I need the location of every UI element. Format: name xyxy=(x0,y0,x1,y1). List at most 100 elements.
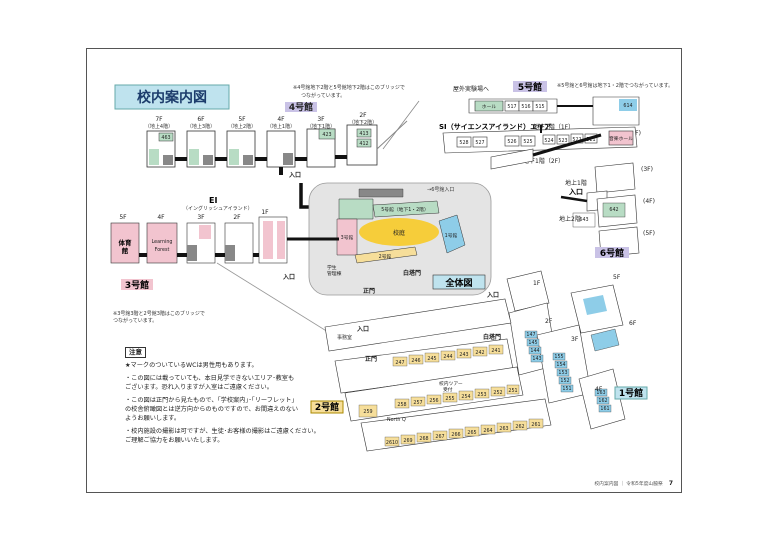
building5-label-bg xyxy=(513,81,547,92)
svg-text:Forest: Forest xyxy=(155,247,170,253)
outdoor-label: 屋外実験場へ xyxy=(453,85,489,93)
building3-floor-labels: 5F 4F 3F 2F 1F xyxy=(119,209,269,221)
building2-label: 2号館 xyxy=(315,401,339,413)
svg-text:256: 256 xyxy=(429,398,438,404)
svg-text:252: 252 xyxy=(493,390,502,396)
svg-text:2F: 2F xyxy=(545,318,553,325)
b5-hall: ホール xyxy=(482,104,497,110)
svg-text:（地上3階）: （地上3階） xyxy=(187,123,215,130)
building4-entrance: 入口 xyxy=(288,172,301,179)
campus-overview: 校庭 5号館（地下1・2階） 3号館 1号館 2号館 学生 管理棟 →6号館入口… xyxy=(308,182,492,296)
room-412: 412 xyxy=(359,141,368,147)
svg-text:4F: 4F xyxy=(277,116,285,123)
building4-label-bg xyxy=(285,102,317,112)
room-463: 463 xyxy=(161,135,170,141)
svg-text:244: 244 xyxy=(443,354,452,360)
building2-label-bg xyxy=(310,400,344,414)
svg-text:5F: 5F xyxy=(238,116,246,123)
svg-text:（地上1階）: （地上1階） xyxy=(267,123,295,130)
room-614: 614 xyxy=(623,103,632,109)
campus-title: 全体図 xyxy=(444,277,472,289)
svg-text:（地上2階）: （地上2階） xyxy=(228,123,256,130)
svg-text:147: 147 xyxy=(526,332,535,338)
bridge-note-top-1: ※4号館地下2階と5号館地下2階はこのブリッジで xyxy=(293,84,405,91)
svg-text:251: 251 xyxy=(508,388,517,394)
svg-text:258: 258 xyxy=(397,402,406,408)
svg-text:242: 242 xyxy=(475,350,484,356)
svg-text:3F: 3F xyxy=(571,336,579,343)
ei-label: EI xyxy=(209,196,217,205)
campus-b3: 3号館 xyxy=(341,234,354,241)
svg-text:5F: 5F xyxy=(613,274,621,281)
bridge-note-right: ※5号館と6号館は地下1・2階でつながっています。 xyxy=(557,82,673,89)
room-527: 527 xyxy=(475,140,484,146)
svg-text:253: 253 xyxy=(477,392,486,398)
svg-text:155: 155 xyxy=(554,354,563,360)
svg-text:154: 154 xyxy=(556,362,565,368)
svg-text:267: 267 xyxy=(435,434,444,440)
svg-text:管理棟: 管理棟 xyxy=(327,270,342,277)
svg-text:145: 145 xyxy=(528,340,537,346)
b6-entrance: 入口 xyxy=(568,188,583,196)
b6-ground2: 地上2階 xyxy=(559,215,581,223)
b1-entrance: 入口 xyxy=(486,292,499,299)
room-528: 528 xyxy=(459,140,468,146)
svg-text:7F: 7F xyxy=(155,116,163,123)
svg-text:263: 263 xyxy=(499,426,508,432)
bridge-note-left-2: つながっています。 xyxy=(113,317,157,324)
svg-text:241: 241 xyxy=(491,348,500,354)
svg-text:（地下2階）: （地下2階） xyxy=(349,119,377,126)
svg-text:254: 254 xyxy=(461,394,470,400)
note-4: ・校内施設の撮影は可ですが、生徒･お客様の撮影はご遠慮ください。 ご理解ご協力を… xyxy=(125,428,320,444)
svg-text:143: 143 xyxy=(532,356,541,362)
svg-text:152: 152 xyxy=(560,378,569,384)
note-3: ・この図は正門から見たもので、｢学校案内｣･｢リーフレット｣ の校舎俯瞰図とは逆… xyxy=(125,397,299,422)
building3-plans xyxy=(110,216,288,264)
svg-text:6F: 6F xyxy=(629,320,637,327)
svg-text:5F: 5F xyxy=(119,214,127,221)
room-516: 516 xyxy=(521,104,530,110)
campus-main-gate: 正門 xyxy=(363,287,375,295)
b2-main-gate: 正門 xyxy=(365,355,377,363)
svg-text:262: 262 xyxy=(515,424,524,430)
building5-top-strip xyxy=(468,98,558,114)
building1-label: 1号館 xyxy=(619,387,643,399)
room-524: 524 xyxy=(544,138,553,144)
room-learning-forest: Learning xyxy=(152,239,173,245)
svg-text:259: 259 xyxy=(363,409,372,415)
b2-northq: North Q xyxy=(387,417,406,423)
room-521: 521 xyxy=(586,137,595,143)
bridge-note-left-1: ※3号館3階と2号館3階はこのブリッジで xyxy=(113,310,205,317)
svg-text:3F: 3F xyxy=(317,116,325,123)
bridge-note-top-2: つながっています。 xyxy=(301,92,345,99)
svg-text:268: 268 xyxy=(419,436,428,442)
building4-connectors xyxy=(175,155,347,175)
courtyard-label: 校庭 xyxy=(393,229,405,237)
svg-text:6F: 6F xyxy=(197,116,205,123)
svg-text:163: 163 xyxy=(596,390,605,396)
svg-text:4F: 4F xyxy=(157,214,165,221)
campus-b2: 2号館 xyxy=(379,253,392,260)
room-525: 525 xyxy=(523,139,532,145)
room-517: 517 xyxy=(507,104,516,110)
svg-text:264: 264 xyxy=(483,428,492,434)
building4-label: 4号館 xyxy=(289,101,313,113)
svg-text:153: 153 xyxy=(558,370,567,376)
b5-floor-b2: 地下1階（2F） xyxy=(523,157,564,165)
b6-4f: (4F) xyxy=(643,198,655,205)
room-gym: 体育 xyxy=(119,238,133,247)
svg-text:事務室: 事務室 xyxy=(337,334,352,341)
svg-text:245: 245 xyxy=(427,356,436,362)
footer-text: 校内案内図 ｜ 令和5年度山脇祭 xyxy=(594,482,663,487)
b6-ground1: 地上1階 xyxy=(565,179,587,187)
building6-label-bg xyxy=(595,247,629,258)
svg-text:（地下1階）: （地下1階） xyxy=(307,123,335,130)
svg-text:162: 162 xyxy=(598,398,607,404)
room-643: 643 xyxy=(579,217,588,223)
b5-floor-b1: 地下2階（1F） xyxy=(533,123,574,131)
room-522: 522 xyxy=(572,137,581,143)
room-642: 642 xyxy=(609,207,618,213)
campus-b5: 5号館（地下1・2階） xyxy=(381,206,429,213)
building2-row1 xyxy=(392,344,504,367)
svg-text:151: 151 xyxy=(562,386,571,392)
